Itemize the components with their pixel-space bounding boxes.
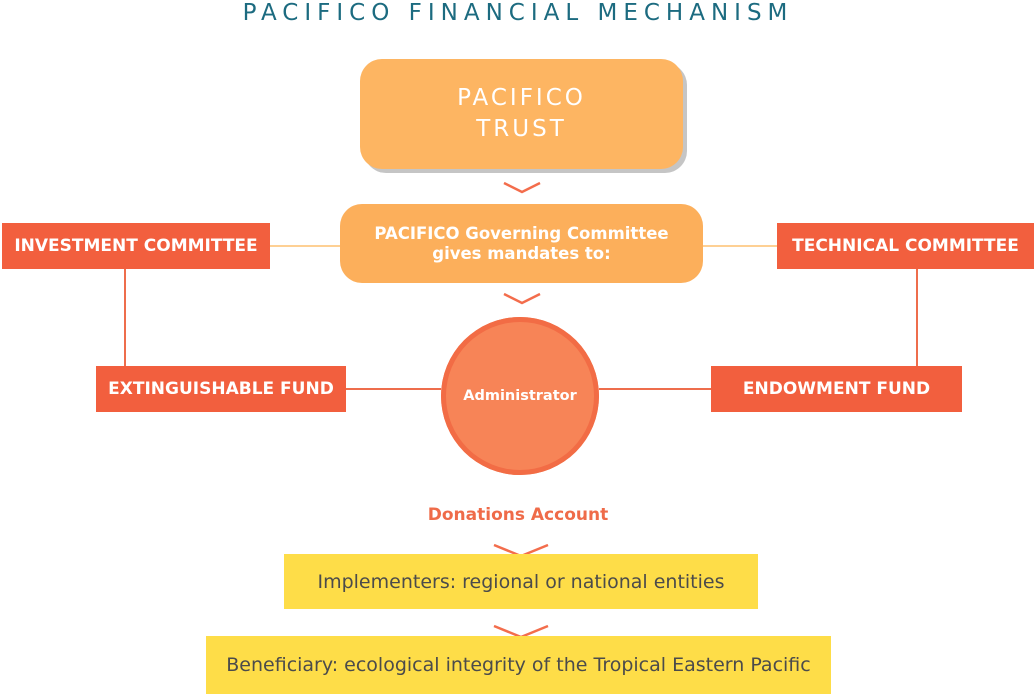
endowment-fund-box: ENDOWMENT FUND	[711, 366, 962, 412]
technical-committee-box: TECHNICAL COMMITTEE	[777, 223, 1034, 269]
arrow-trust-to-governing	[503, 181, 541, 194]
trust-line-2: TRUST	[476, 116, 567, 142]
implementers-box: Implementers: regional or national entit…	[284, 554, 758, 609]
administrator-circle: Administrator	[441, 317, 599, 475]
extinguishable-fund-box: EXTINGUISHABLE FUND	[96, 366, 346, 412]
governing-line-1: PACIFICO Governing Committee	[374, 223, 669, 243]
pacifico-trust-box: PACIFICO TRUST	[360, 59, 683, 169]
beneficiary-box: Beneficiary: ecological integrity of the…	[206, 636, 831, 694]
governing-line-2: gives mandates to:	[432, 243, 611, 263]
arrow-governing-to-administrator	[503, 292, 541, 305]
diagram-title: PACIFICO FINANCIAL MECHANISM	[242, 0, 794, 26]
investment-committee-box: INVESTMENT COMMITTEE	[2, 223, 270, 269]
donations-account-label: Donations Account	[427, 505, 609, 525]
governing-committee-box: PACIFICO Governing Committee gives manda…	[340, 204, 703, 283]
trust-line-1: PACIFICO	[457, 85, 586, 111]
